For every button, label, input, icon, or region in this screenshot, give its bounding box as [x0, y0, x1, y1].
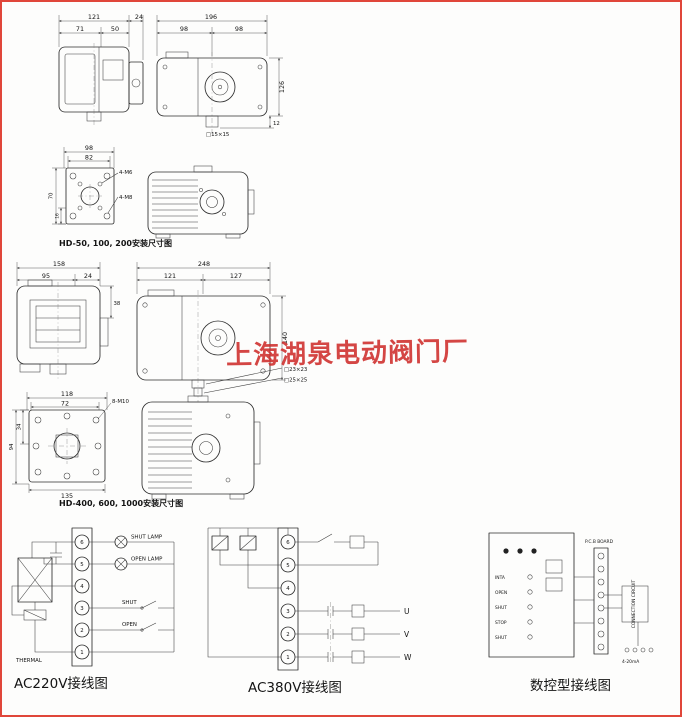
dim-98a: 98 [180, 25, 188, 33]
dim-135: 135 [61, 492, 73, 500]
panel-row-label: OPEN [495, 590, 507, 596]
factory-watermark: 上海湖泉电动阀门厂 [225, 336, 470, 372]
pcb-board-label: P.C.B BOARD [585, 539, 614, 545]
small-mounting-flange: 98 82 70 16 4-M6 4-M8 [49, 144, 133, 225]
bolt-4m6-label: 4-M6 [119, 170, 133, 176]
dim-196: 196 [205, 13, 217, 21]
dim-71: 71 [76, 25, 84, 33]
wiring-diagram-ac220v: 6 5 4 3 2 1 SHUT LAMP OPEN LAMP SHUT OPE… [11, 527, 175, 692]
thermal-label: THERMAL [15, 658, 42, 664]
small-series-caption: HD-50, 100, 200安装尺寸图 [59, 238, 172, 248]
led-indicator [517, 548, 523, 554]
dim-121: 121 [88, 13, 100, 21]
bolt-4m8-label: 4-M8 [119, 195, 133, 201]
dim-12: 12 [273, 121, 280, 127]
phase-w-label: W [404, 653, 412, 662]
dim-158: 158 [53, 260, 65, 268]
terminal-number: 4 [80, 584, 84, 590]
open-switch-label: OPEN [122, 622, 137, 628]
terminal-number: 5 [80, 562, 83, 568]
terminal-number: 3 [286, 609, 289, 615]
terminal-number: 4 [286, 586, 290, 592]
dim-24b: 24 [84, 272, 92, 280]
small-actuator-side-view: 196 98 98 126 12 □15×15 [156, 13, 286, 138]
dim-16: 16 [55, 213, 61, 219]
digital-caption: 数控型接线图 [530, 677, 611, 694]
shut-lamp-label: SHUT LAMP [131, 535, 163, 541]
panel-row-label: INTA [495, 575, 505, 581]
dim-50: 50 [111, 25, 119, 33]
dim-98w: 98 [85, 144, 93, 152]
small-actuator-front-view: 121 24 71 50 [58, 13, 144, 126]
connection-circuit-label: CONNECTION CIRCUIT [631, 579, 637, 628]
dim-121b: 121 [164, 272, 176, 280]
terminal-number: 1 [80, 650, 83, 656]
dim-127: 127 [230, 272, 242, 280]
wiring-diagram-digital: INTA OPEN SHUT STOP SHUT P.C.B BOARD CON… [488, 532, 654, 694]
led-indicator [531, 548, 537, 554]
wiring-diagram-ac380v: 6 5 4 3 2 1 U V W AC380V接线图 [207, 527, 412, 696]
dim-24: 24 [135, 13, 143, 21]
dim-34: 34 [17, 423, 23, 430]
dim-140: 140 [281, 332, 289, 344]
large-actuator-front-view: 158 95 24 38 [16, 260, 121, 380]
dim-95: 95 [42, 272, 50, 280]
large-actuator-rear-view [141, 395, 261, 500]
panel-row-label: SHUT [495, 605, 507, 611]
terminal-number: 2 [286, 632, 289, 638]
small-actuator-rear-view [147, 165, 255, 239]
signal-label: 4-20mA [622, 659, 639, 665]
led-indicator [503, 548, 509, 554]
terminal-number: 6 [80, 540, 84, 546]
shaft-25-label: □25×25 [284, 378, 307, 384]
dim-38: 38 [114, 301, 121, 307]
terminal-number: 1 [286, 655, 289, 661]
large-actuator-side-view: 248 121 127 140 □23×23 □25×25 [136, 260, 307, 402]
dim-94: 94 [9, 443, 15, 450]
dim-118: 118 [61, 390, 73, 398]
dim-82: 82 [85, 154, 93, 162]
panel-row-label: SHUT [495, 635, 507, 641]
shaft-23-label: □23×23 [284, 367, 307, 373]
dim-72: 72 [61, 400, 69, 408]
dim-70: 70 [49, 192, 55, 199]
phase-v-label: V [404, 630, 410, 639]
terminal-number: 2 [80, 628, 83, 634]
panel-row-label: STOP [495, 620, 507, 626]
shaft-size-label: □15×15 [206, 132, 229, 138]
open-lamp-label: OPEN LAMP [131, 557, 163, 563]
dim-98b: 98 [235, 25, 243, 33]
large-series-caption: HD-400, 600, 1000安装尺寸图 [59, 498, 183, 508]
terminal-number: 6 [286, 540, 290, 546]
dim-248: 248 [198, 260, 210, 268]
bolt-8m10-label: 8-M10 [112, 399, 129, 405]
large-mounting-flange: 118 72 8-M10 94 34 135 [9, 390, 129, 500]
ac220v-caption: AC220V接线图 [14, 675, 108, 692]
ac380v-caption: AC380V接线图 [248, 679, 342, 696]
dim-126: 126 [278, 81, 286, 93]
terminal-number: 5 [286, 563, 289, 569]
phase-u-label: U [404, 607, 410, 616]
shut-switch-label: SHUT [122, 600, 137, 606]
terminal-number: 3 [80, 606, 83, 612]
